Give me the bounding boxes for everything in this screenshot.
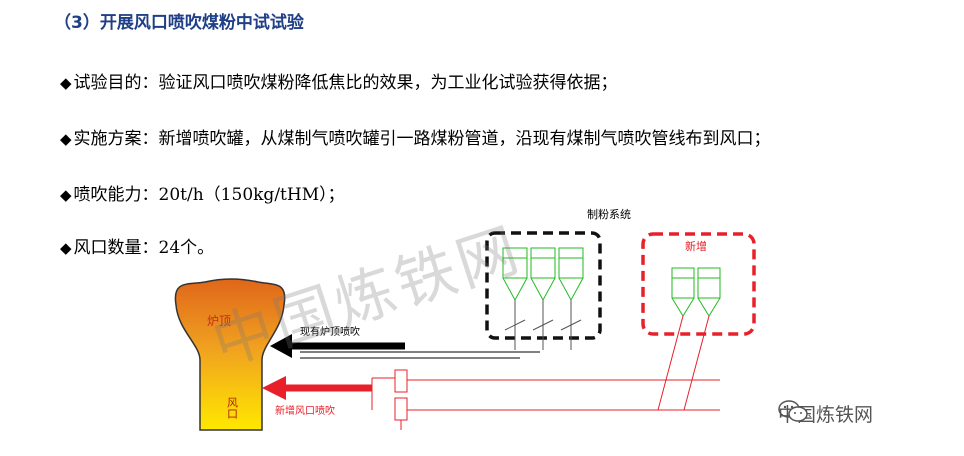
new-tank-outlets (657, 315, 710, 411)
new-tank-box (641, 232, 756, 336)
bullet-text: 实施方案：新增喷吹罐，从煤制气喷吹罐引一路煤粉管道，沿现有煤制气喷吹管线布到风口… (73, 129, 771, 149)
existing-injection-line (270, 334, 540, 359)
powder-system-label: 制粉系统 (587, 208, 631, 221)
diamond-bullet-icon: ◆ (60, 74, 72, 92)
page-title: （3）开展风口喷吹煤粉中试试验 (54, 13, 304, 33)
diamond-bullet-icon: ◆ (60, 186, 72, 204)
blast-furnace (174, 278, 286, 431)
powder-outlets (504, 300, 582, 350)
diamond-bullet-icon: ◆ (60, 130, 72, 148)
existing-line-label: 现有炉顶喷吹 (300, 325, 360, 338)
bullet-text: 试验目的：验证风口喷吹煤粉降低焦比的效果，为工业化试验获得依据； (73, 73, 618, 93)
furnace-top-label: 炉顶 (207, 314, 231, 328)
bullet-capacity: ◆喷吹能力：20t/h（150kg/tHM）； (60, 180, 345, 205)
new-line-label: 新增风口喷吹 (275, 404, 335, 417)
wechat-icon (778, 400, 808, 422)
bullet-text: 风口数量：24个。 (73, 238, 215, 258)
new-injection-line (262, 369, 720, 430)
bullet-tuyere-count: ◆风口数量：24个。 (60, 233, 214, 258)
new-tank-label: 新增 (685, 239, 707, 253)
new-tanks (671, 267, 721, 317)
tuyere-label: 风口 (226, 397, 239, 419)
bullet-plan: ◆实施方案：新增喷吹罐，从煤制气喷吹罐引一路煤粉管道，沿现有煤制气喷吹管线布到风… (60, 124, 771, 149)
powder-tanks (502, 247, 584, 302)
bullet-text: 喷吹能力：20t/h（150kg/tHM）； (73, 185, 345, 205)
brand-badge: 中国炼铁网 (778, 400, 873, 427)
diamond-bullet-icon: ◆ (60, 239, 72, 257)
bullet-purpose: ◆试验目的：验证风口喷吹煤粉降低焦比的效果，为工业化试验获得依据； (60, 68, 618, 93)
